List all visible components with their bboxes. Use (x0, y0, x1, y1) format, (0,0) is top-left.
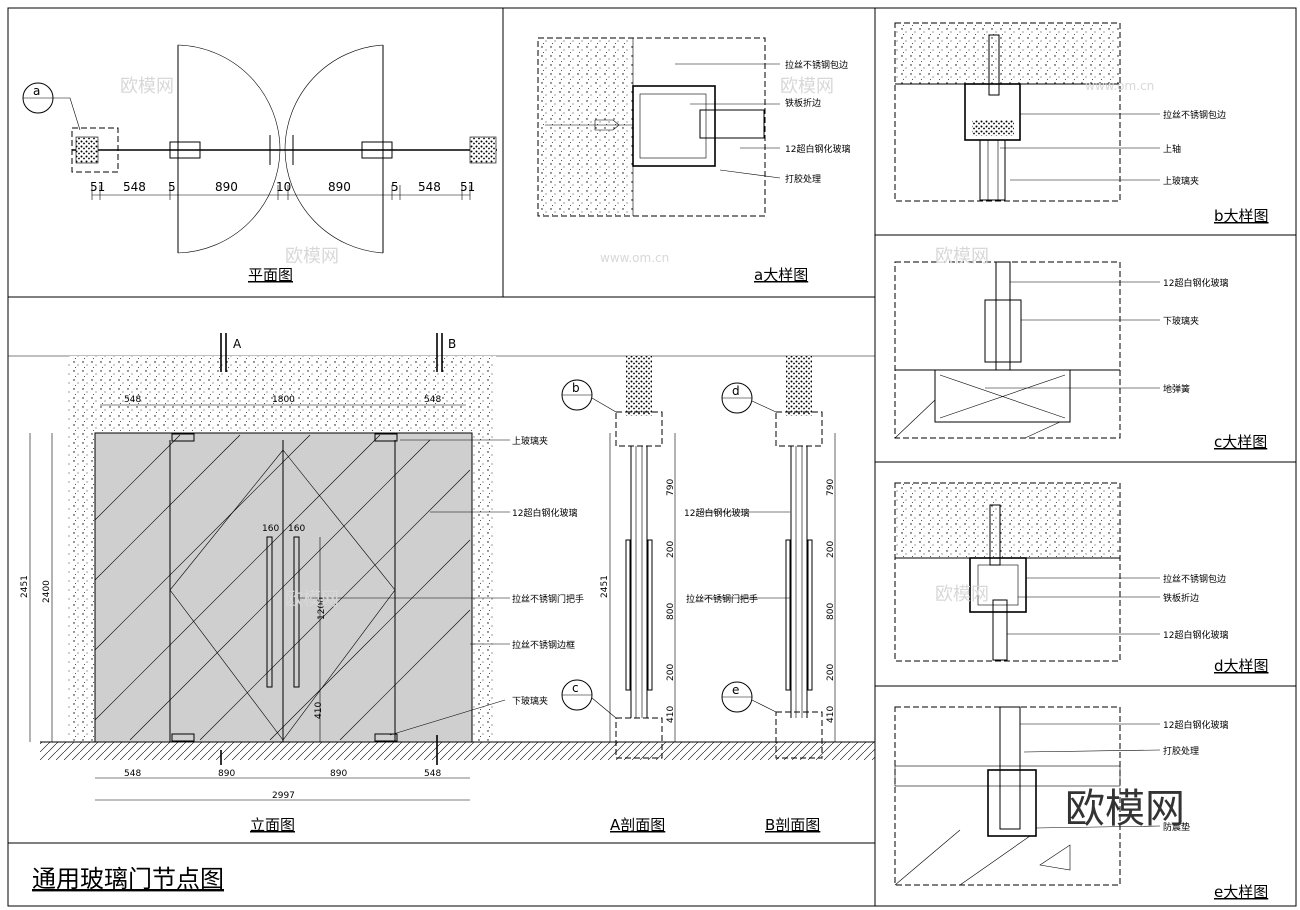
section-marker-b: B (448, 337, 456, 351)
detail-e-caption: e大样图 (1214, 883, 1268, 901)
detail-a-label: 拉丝不锈钢包边 (785, 59, 848, 71)
section-a-dim: 410 (666, 706, 676, 723)
detail-a-label: 铁板折边 (785, 97, 821, 109)
elev-top-dim: 548 (424, 395, 441, 405)
section-b-callout: e (732, 683, 739, 697)
detail-a-caption: a大样图 (754, 266, 808, 284)
section-b-dim: 790 (826, 479, 836, 496)
plan-callout: a (33, 84, 40, 98)
plan-dim: 548 (123, 180, 146, 194)
detail-e-label: 12超白钢化玻璃 (1163, 719, 1228, 731)
elev-total-dim: 2997 (272, 791, 295, 801)
watermark: www.om.cn (600, 251, 669, 265)
watermark: www.om.cn (1085, 79, 1154, 93)
detail-c-label: 12超白钢化玻璃 (1163, 277, 1228, 289)
plan-dim: 51 (90, 180, 105, 194)
section-a-callout: b (572, 381, 580, 395)
section-b-caption: B剖面图 (765, 816, 820, 834)
detail-c-label: 地弹簧 (1163, 383, 1190, 395)
plan-view: 51 548 5 890 10 890 5 548 51 a 平面图 (22, 44, 497, 284)
detail-b-label: 拉丝不锈钢包边 (1163, 109, 1226, 121)
detail-e-label: 防震垫 (1163, 821, 1190, 833)
detail-e: 12超白钢化玻璃 打胶处理 防震垫 e大样图 (894, 706, 1268, 901)
elev-bottom-dim: 548 (424, 769, 441, 779)
detail-a-label: 12超白钢化玻璃 (785, 143, 850, 155)
plan-dim: 51 (460, 180, 475, 194)
elev-bottom-dim: 890 (330, 769, 347, 779)
elev-height-outer: 2451 (20, 575, 30, 598)
detail-d-label: 铁板折边 (1163, 592, 1199, 604)
detail-b: 拉丝不锈钢包边 上轴 上玻璃夹 b大样图 (894, 22, 1269, 225)
detail-b-caption: b大样图 (1214, 207, 1269, 225)
detail-c-label: 下玻璃夹 (1163, 315, 1199, 327)
section-a-view: 2451 790 200 800 200 410 b c A剖面图 (561, 356, 676, 834)
elev-bottom-dim: 890 (218, 769, 235, 779)
watermark: 欧模网 (285, 589, 339, 610)
watermark: 欧模网 (780, 76, 834, 97)
elev-height-inner: 2400 (42, 580, 52, 603)
section-b-callout: d (732, 384, 740, 398)
plan-dim: 5 (168, 180, 176, 194)
section-a-callout: c (572, 681, 579, 695)
detail-c-caption: c大样图 (1214, 433, 1267, 451)
handle-bottom: 410 (314, 702, 324, 719)
handle-spacing: 160 (262, 524, 279, 534)
section-b-label: 12超白钢化玻璃 (684, 507, 749, 519)
plan-dim: 890 (328, 180, 351, 194)
brand-logo: 欧模网 (1065, 786, 1185, 832)
section-b-dim: 200 (826, 541, 836, 558)
watermark: 欧模网 (285, 246, 339, 267)
plan-dim: 10 (276, 180, 291, 194)
sheet-title: 通用玻璃门节点图 (32, 865, 224, 893)
elevation-view: A B 548 1800 548 548 890 890 548 2997 24… (8, 333, 875, 834)
elev-label: 拉丝不锈钢边框 (512, 639, 575, 651)
detail-c: 12超白钢化玻璃 下玻璃夹 地弹簧 c大样图 (894, 261, 1267, 451)
detail-d-caption: d大样图 (1214, 657, 1269, 675)
plan-caption: 平面图 (248, 266, 293, 284)
section-a-dim: 200 (666, 664, 676, 681)
watermark: 欧模网 (935, 584, 989, 605)
section-b-dim: 410 (826, 706, 836, 723)
detail-d: 拉丝不锈钢包边 铁板折边 12超白钢化玻璃 d大样图 (894, 482, 1269, 675)
elev-label: 下玻璃夹 (512, 695, 548, 707)
section-b-label: 拉丝不锈钢门把手 (686, 593, 758, 605)
section-a-dim: 200 (666, 541, 676, 558)
elevation-caption: 立面图 (250, 816, 295, 834)
watermark: 欧模网 (935, 246, 989, 267)
plan-dim: 5 (391, 180, 399, 194)
section-b-dim: 800 (826, 603, 836, 620)
plan-dim: 890 (215, 180, 238, 194)
detail-d-label: 12超白钢化玻璃 (1163, 629, 1228, 641)
detail-d-label: 拉丝不锈钢包边 (1163, 573, 1226, 585)
section-b-view: 790 200 800 200 410 d e 12超白钢化玻璃 拉丝不锈钢门把… (684, 356, 836, 834)
handle-spacing: 160 (288, 524, 305, 534)
detail-a: 拉丝不锈钢包边 铁板折边 12超白钢化玻璃 打胶处理 a大样图 (537, 37, 850, 284)
elev-label: 12超白钢化玻璃 (512, 507, 577, 519)
detail-b-label: 上玻璃夹 (1163, 175, 1199, 187)
elev-top-dim: 548 (124, 395, 141, 405)
detail-b-label: 上轴 (1163, 143, 1181, 155)
detail-a-label: 打胶处理 (785, 173, 821, 185)
detail-e-label: 打胶处理 (1163, 745, 1199, 757)
section-a-height: 2451 (600, 575, 610, 598)
elev-label: 上玻璃夹 (512, 435, 548, 447)
handle-length: 1200 (317, 597, 327, 620)
elev-top-dim: 1800 (272, 395, 295, 405)
elev-bottom-dim: 548 (124, 769, 141, 779)
plan-dim: 548 (418, 180, 441, 194)
section-marker-a: A (233, 337, 242, 351)
elev-label: 拉丝不锈钢门把手 (512, 593, 584, 605)
section-a-dim: 800 (666, 603, 676, 620)
section-a-dim: 790 (666, 479, 676, 496)
section-a-caption: A剖面图 (610, 816, 665, 834)
section-b-dim: 200 (826, 664, 836, 681)
watermark: 欧模网 (120, 76, 174, 97)
